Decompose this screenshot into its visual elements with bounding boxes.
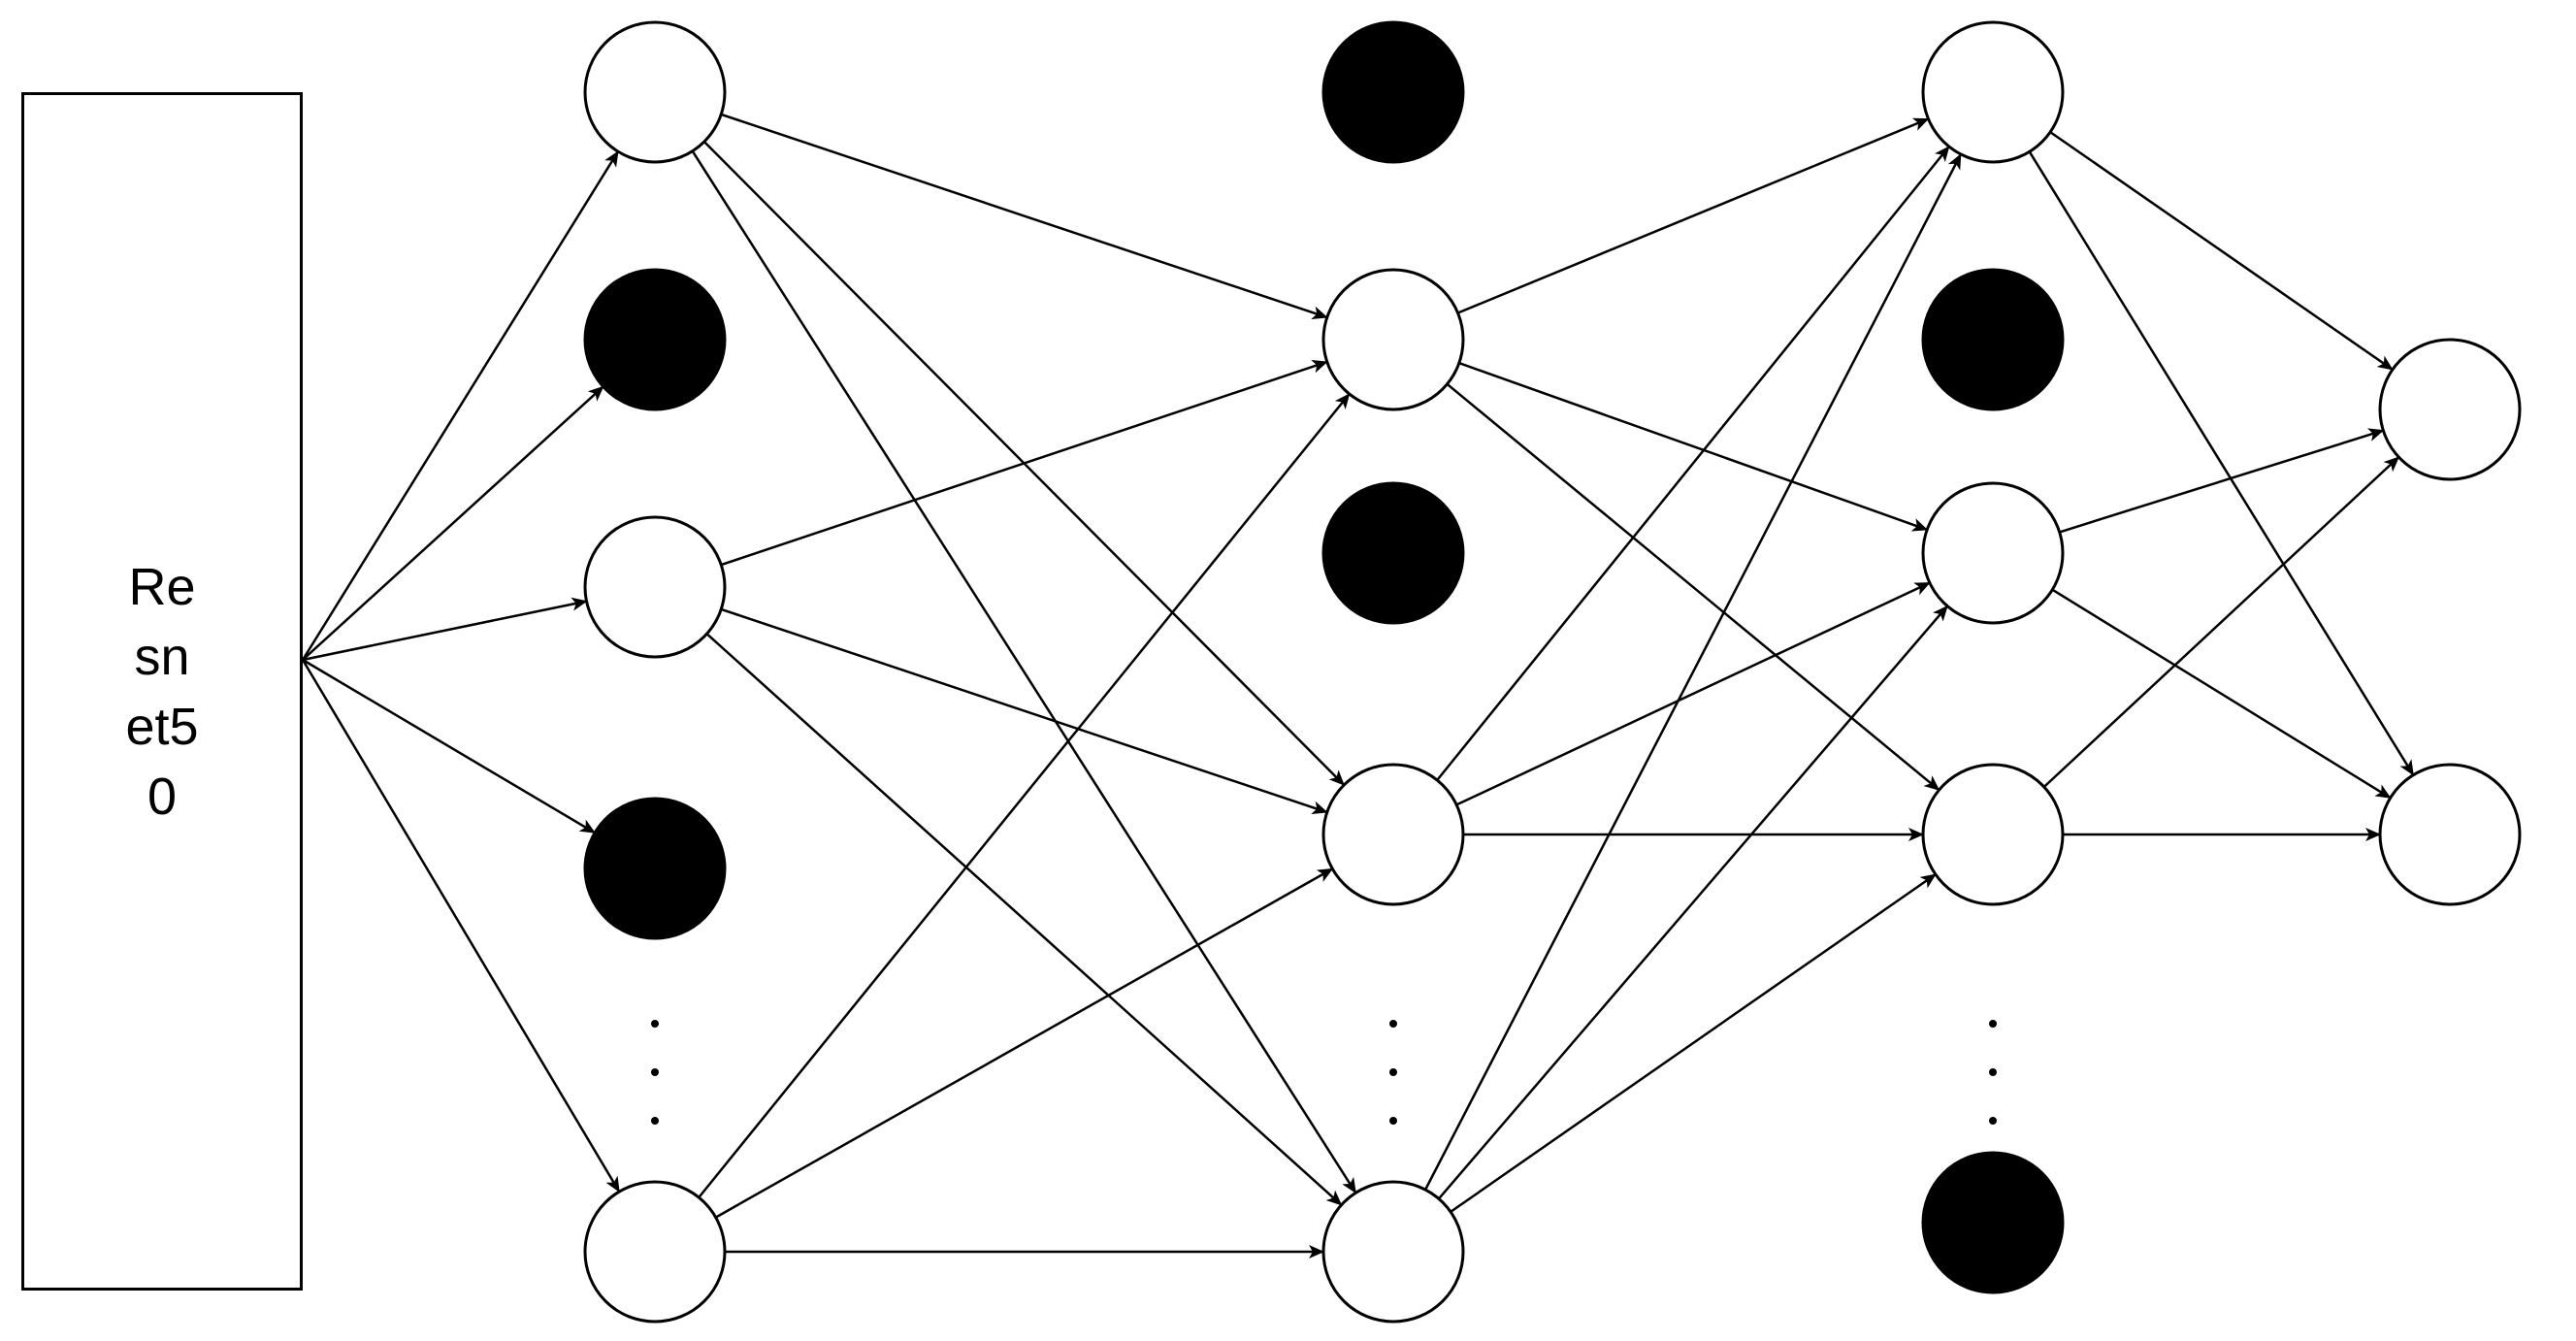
- node-h2-1-active: [1321, 268, 1465, 411]
- node-h1-0-active: [583, 20, 727, 164]
- edge-h1-0-to-h2-1: [720, 113, 1328, 319]
- edge-h3-2-to-o-1: [2051, 588, 2392, 800]
- edge-h3-0-to-o-0: [2049, 131, 2394, 371]
- ellipsis-layer: [651, 1020, 1997, 1125]
- edge-h2-1-to-h3-0: [1457, 117, 1930, 314]
- node-h3-3-active: [1921, 763, 2065, 906]
- edge-h2-4-to-h3-2: [1437, 605, 1949, 1200]
- edge-h3-2-to-o-0: [2059, 428, 2385, 534]
- node-h2-3-active: [1321, 763, 1465, 906]
- edge-h2-1-to-h3-3: [1446, 382, 1940, 792]
- edge-input-to-h1-2: [302, 597, 588, 662]
- node-h2-0-dropped: [1321, 20, 1465, 164]
- nodes-layer: [583, 20, 2522, 1324]
- edge-h1-2-to-h2-1: [720, 360, 1328, 567]
- ellipsis-dot-hidden-3-2: [1989, 1117, 1997, 1125]
- edge-h3-0-to-o-1: [2028, 150, 2415, 776]
- edge-h2-4-to-h3-3: [1450, 873, 1937, 1213]
- ellipsis-dot-hidden-3-1: [1989, 1068, 1997, 1076]
- edge-h1-4-to-h2-1: [698, 393, 1351, 1198]
- node-o-0-active: [2378, 338, 2522, 481]
- node-h1-1-dropped: [583, 268, 727, 411]
- node-h1-2-active: [583, 515, 727, 659]
- ellipsis-dot-hidden-1-0: [651, 1020, 659, 1028]
- node-h1-4-active: [583, 1180, 727, 1324]
- node-h3-1-dropped: [1921, 268, 2065, 411]
- edge-h2-1-to-h3-2: [1458, 361, 1929, 532]
- edge-input-to-h1-0: [301, 150, 620, 661]
- ellipsis-dot-hidden-2-2: [1389, 1117, 1397, 1125]
- node-o-1-active: [2378, 763, 2522, 906]
- node-h3-2-active: [1921, 481, 2065, 625]
- edge-h1-4-to-h2-3: [715, 867, 1334, 1219]
- edge-h1-2-to-h2-3: [720, 607, 1328, 814]
- ellipsis-dot-hidden-2-1: [1389, 1068, 1397, 1076]
- ellipsis-dot-hidden-1-2: [651, 1117, 659, 1125]
- node-h3-4-dropped: [1921, 1151, 2065, 1294]
- edge-h3-3-to-o-0: [2042, 456, 2400, 788]
- edge-h2-3-to-h3-0: [1436, 146, 1950, 781]
- edge-h2-4-to-h3-0: [1423, 153, 1963, 1191]
- edge-h2-3-to-h3-2: [1455, 581, 1931, 806]
- edge-input-to-h1-3: [302, 658, 596, 834]
- node-h2-2-dropped: [1321, 481, 1465, 625]
- edge-h1-0-to-h2-4: [691, 150, 1357, 1194]
- node-h2-4-active: [1321, 1180, 1465, 1324]
- ellipsis-dot-hidden-1-1: [651, 1068, 659, 1076]
- edges-layer: [301, 113, 2415, 1259]
- ellipsis-dot-hidden-2-0: [1389, 1020, 1397, 1028]
- resnet50-block: Resnet50: [21, 92, 303, 1291]
- edge-input-to-h1-1: [302, 385, 604, 661]
- node-h3-0-active: [1921, 20, 2065, 164]
- edge-input-to-h1-4: [301, 659, 621, 1193]
- resnet50-label: Resnet50: [125, 557, 199, 826]
- ellipsis-dot-hidden-3-0: [1989, 1020, 1997, 1028]
- edge-h1-2-to-h2-4: [705, 633, 1343, 1206]
- node-h1-3-dropped: [583, 797, 727, 940]
